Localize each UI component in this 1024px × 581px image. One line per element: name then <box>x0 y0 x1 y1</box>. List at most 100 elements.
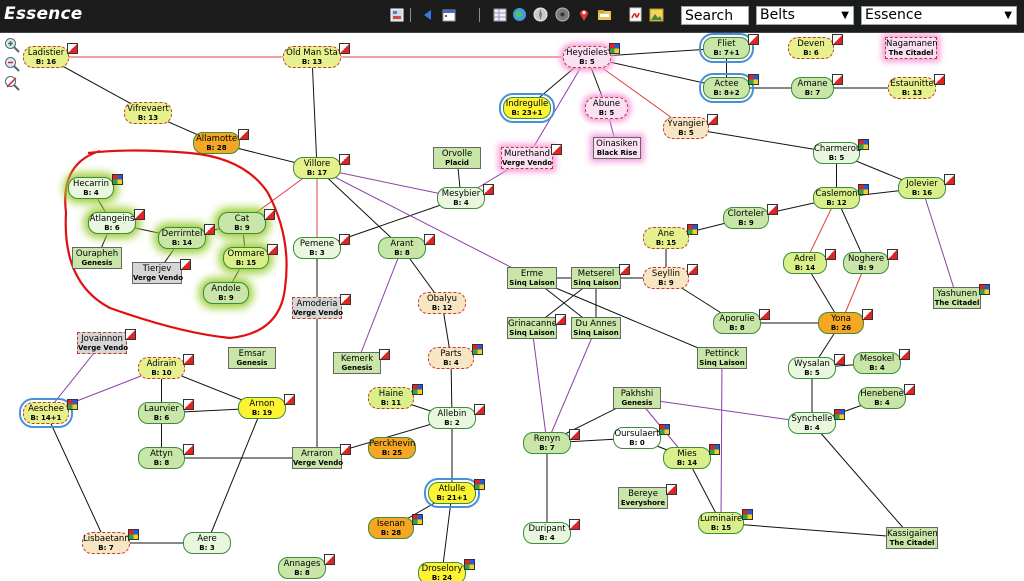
system-name: Estaunitte <box>890 79 934 89</box>
status-flag-icon <box>767 204 778 215</box>
cd-icon[interactable] <box>555 7 570 22</box>
system-belts: B: 4 <box>83 189 99 197</box>
location-pin-icon[interactable] <box>576 7 591 22</box>
back-icon[interactable] <box>420 7 435 22</box>
folder-icon[interactable] <box>597 7 612 22</box>
zoom-out-icon[interactable] <box>4 56 20 72</box>
belts-select[interactable]: Belts ▼ <box>756 6 854 25</box>
image-icon[interactable] <box>649 7 664 22</box>
layout-icon[interactable] <box>389 7 404 22</box>
table-icon[interactable] <box>492 7 507 22</box>
calendar-icon[interactable] <box>441 7 456 22</box>
zoom-in-icon[interactable] <box>4 37 20 53</box>
globe-icon[interactable] <box>512 7 527 22</box>
system-name: Grinacanne <box>508 319 557 329</box>
pdf-icon[interactable] <box>628 7 643 22</box>
zoom-reset-icon[interactable] <box>4 75 20 91</box>
compass-icon[interactable] <box>533 7 548 22</box>
search-input[interactable] <box>681 6 749 25</box>
region-select[interactable]: Essence ▼ <box>861 6 1017 25</box>
